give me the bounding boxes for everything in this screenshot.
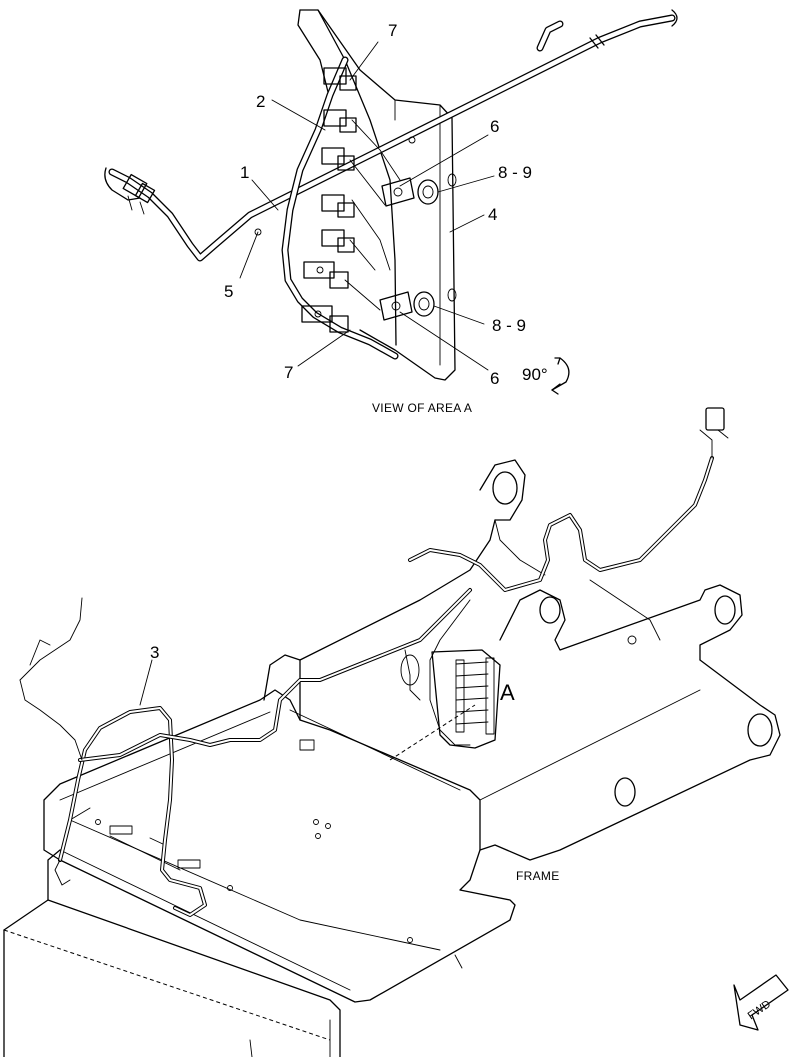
frame-label: FRAME [516, 869, 560, 883]
main-frame-view: 3 A FRAME FWD [3, 407, 789, 1057]
terminal-block [431, 649, 501, 749]
end-connector [104, 167, 156, 215]
callout-1: 1 [240, 163, 249, 182]
callout-6-bottom: 6 [490, 369, 499, 388]
callout-8-9-bottom: 8 - 9 [492, 316, 526, 335]
rotation-arrow [551, 357, 570, 395]
callout-7-top: 7 [388, 21, 397, 40]
callout-2: 2 [256, 92, 265, 111]
rotation-label: 90° [522, 365, 548, 384]
frame-body [3, 459, 781, 1057]
fwd-label: FWD [746, 998, 773, 1022]
connector-stack [301, 67, 357, 333]
leader-line-3 [139, 659, 153, 706]
bracket-lower [379, 291, 435, 321]
fwd-arrow-icon [733, 974, 789, 1031]
harness-tube [108, 9, 678, 262]
view-caption: VIEW OF AREA A [372, 401, 472, 415]
callout-5: 5 [224, 282, 233, 301]
leader-lines [239, 41, 495, 371]
callout-7-bottom: 7 [284, 363, 293, 382]
callout-3: 3 [150, 643, 159, 662]
callout-4: 4 [488, 205, 497, 224]
callout-6-top: 6 [490, 117, 499, 136]
callout-8-9-top: 8 - 9 [498, 163, 532, 182]
harness-item-3 [19, 407, 729, 917]
area-a-detail-view: 7 2 1 5 6 8 - 9 4 8 - 9 6 7 90° VIEW OF … [104, 9, 678, 415]
area-a-label: A [500, 680, 515, 705]
